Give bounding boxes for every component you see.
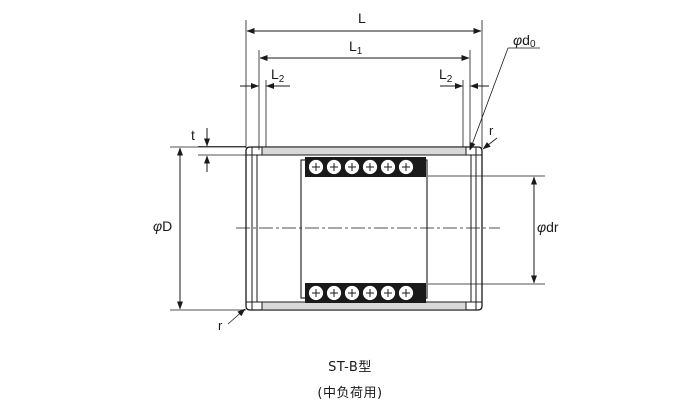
ball-cross-mark — [312, 163, 320, 171]
ball-cross-mark — [330, 289, 338, 297]
end-length-left-label: L2 — [271, 66, 285, 85]
ball-cross-mark — [384, 163, 392, 171]
ball-cross-mark — [402, 163, 410, 171]
ball-cross-mark — [312, 289, 320, 297]
ball-cross-mark — [348, 289, 356, 297]
ball-cross-mark — [348, 163, 356, 171]
load-class-caption: (中负荷用) — [317, 386, 383, 401]
ball-cross-mark — [402, 289, 410, 297]
fillet-radius-bottom-leader — [227, 308, 246, 325]
ball-cross-mark — [384, 289, 392, 297]
fillet-radius-top-leader — [482, 137, 498, 150]
ball-cross-mark — [366, 289, 374, 297]
ball-row-top — [305, 157, 426, 177]
retainer-length-label: L1 — [349, 38, 363, 57]
bottom-sleeve-wall — [261, 301, 467, 311]
end-length-right-label: L2 — [439, 66, 453, 85]
inner-bore — [300, 159, 428, 299]
thickness-label: t — [191, 127, 195, 143]
end-diameter-label: φd0 — [513, 32, 536, 50]
outer-diameter-label: φD — [153, 218, 172, 234]
ball-row-bottom — [305, 283, 426, 303]
ball-cross-mark — [366, 163, 374, 171]
top-sleeve-wall — [261, 146, 467, 156]
fillet-radius-top-label: r — [489, 123, 494, 138]
overall-length-label: L — [358, 10, 366, 26]
ball-circle-label: φdr — [537, 219, 559, 235]
ball-cross-mark — [330, 163, 338, 171]
fillet-radius-bottom-label: r — [218, 318, 223, 333]
model-caption: ST-B型 — [328, 360, 372, 375]
